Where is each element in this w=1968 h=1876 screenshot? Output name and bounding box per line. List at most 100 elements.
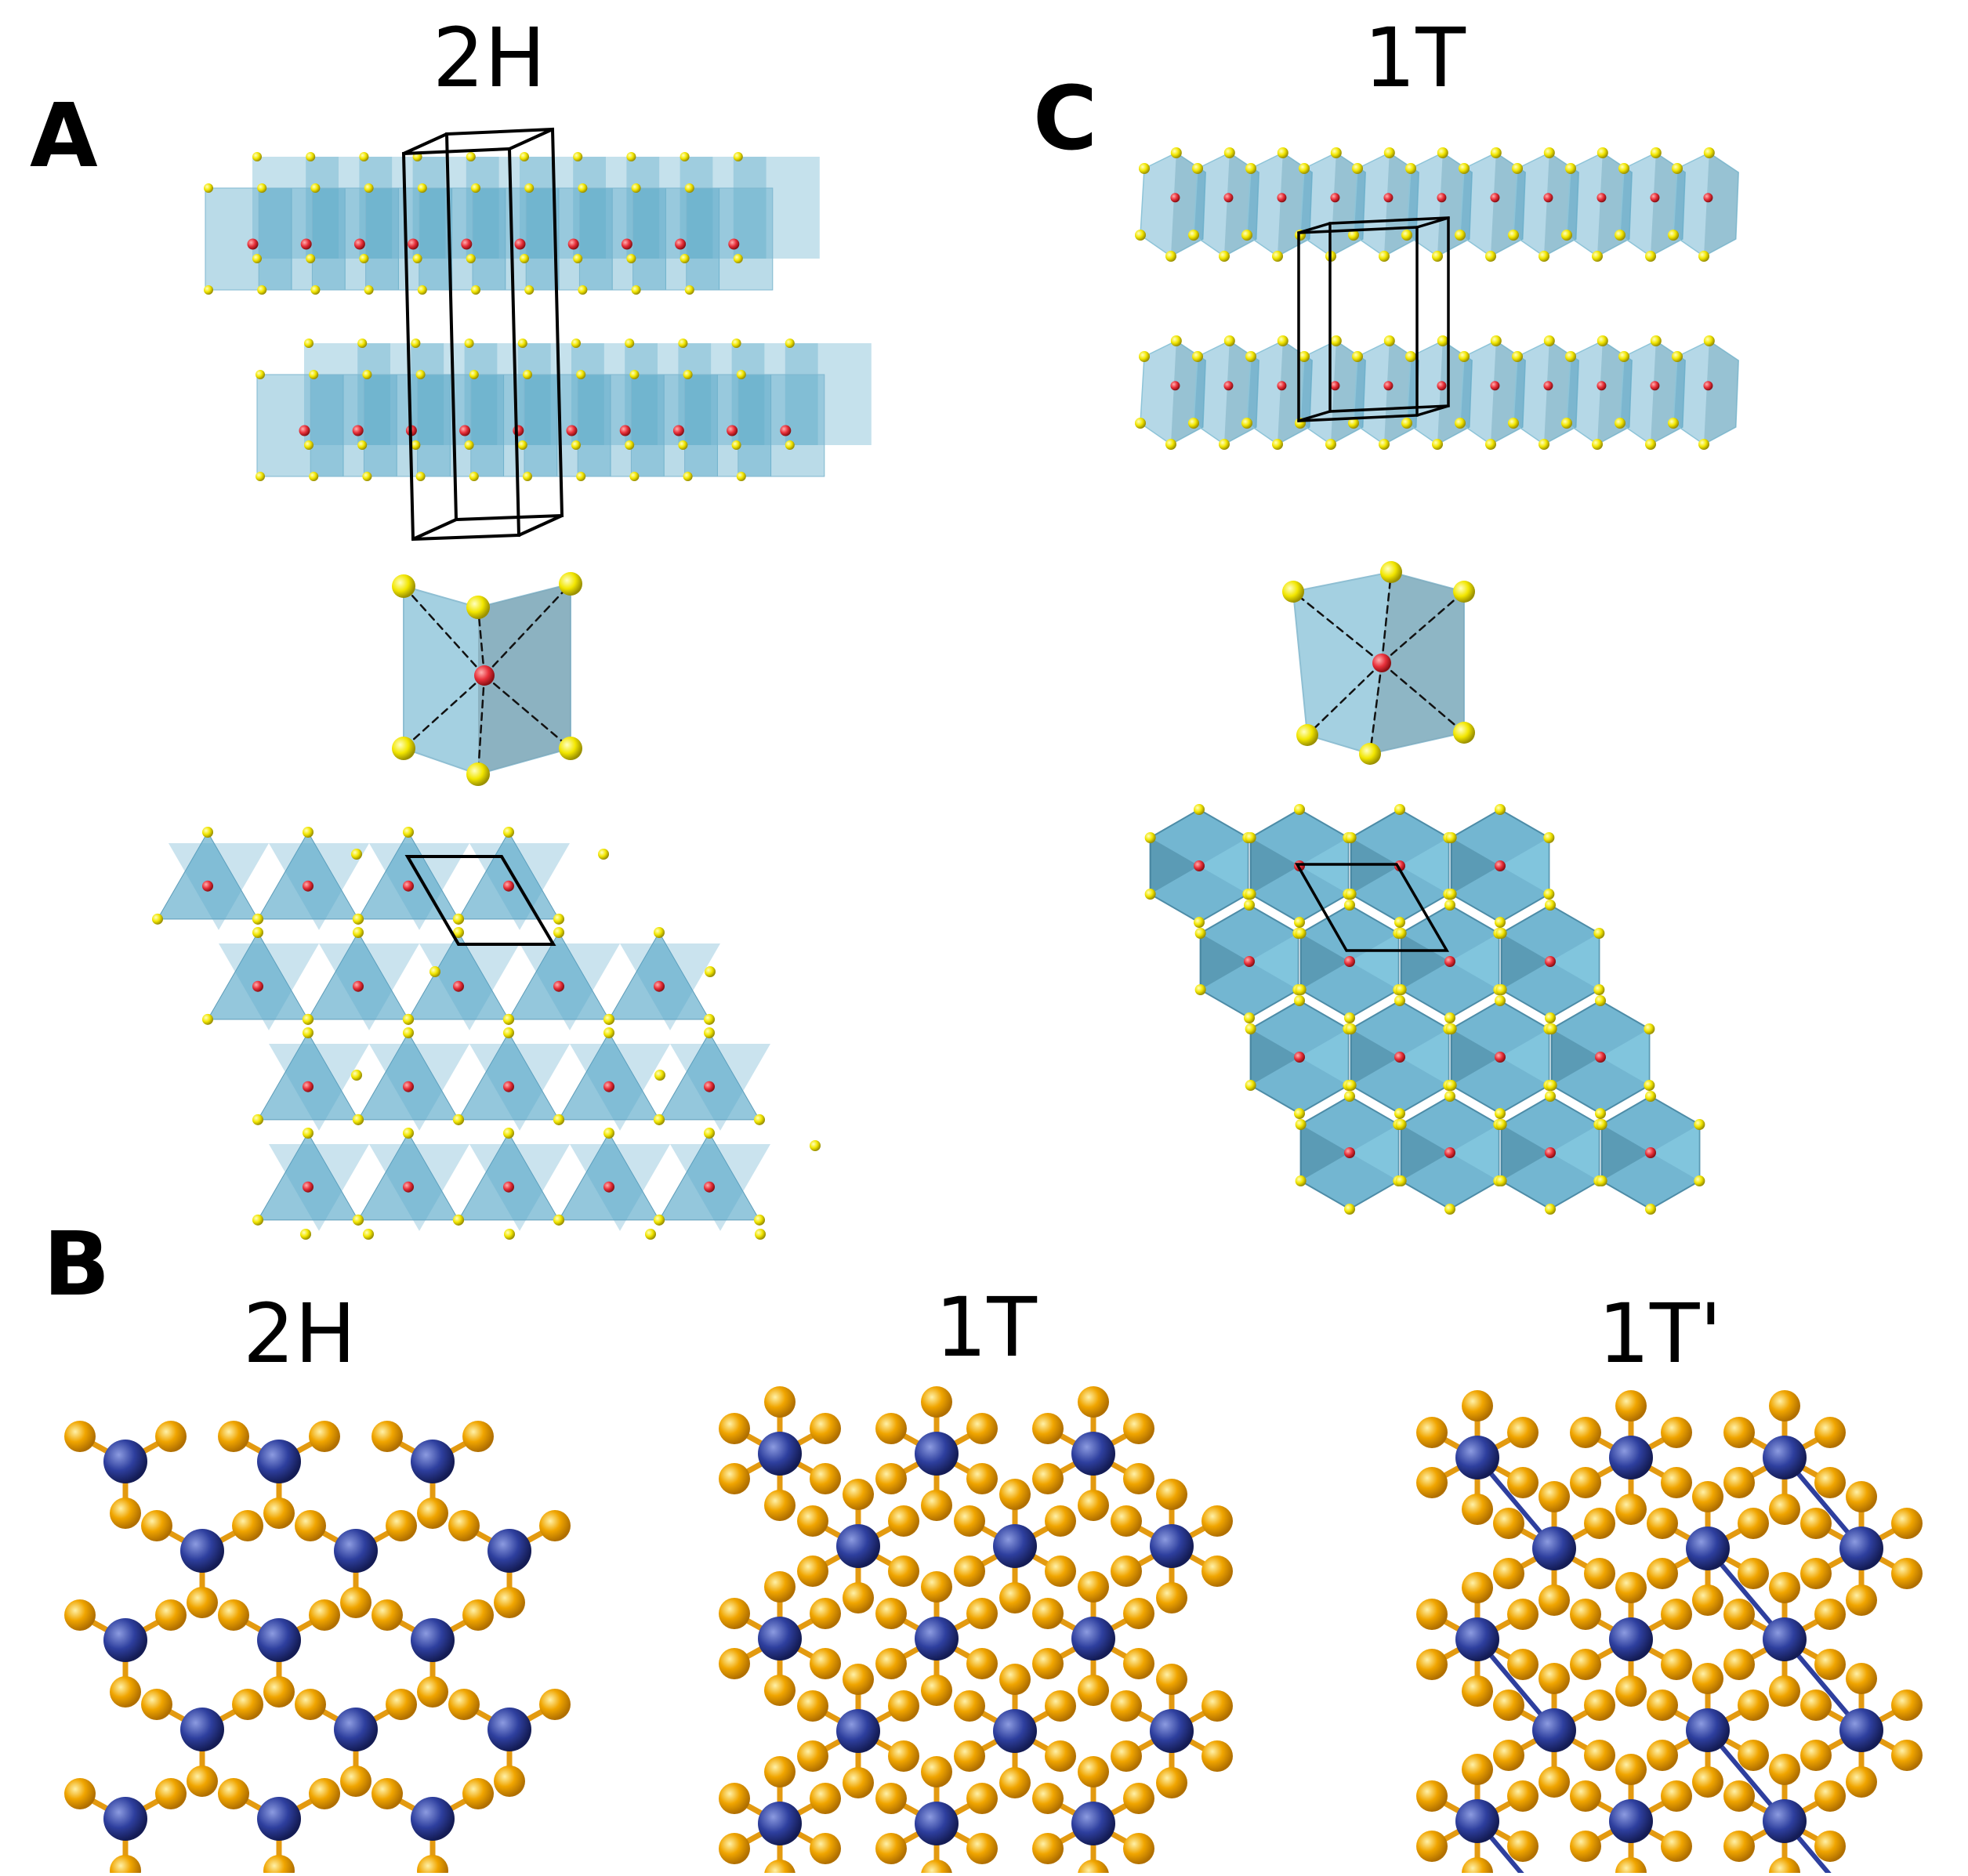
chalcogen-atom [263, 1855, 295, 1876]
chalcogen-atom [1539, 1766, 1570, 1798]
octahedron-face [1370, 572, 1464, 754]
chalcogen-atom [303, 827, 314, 838]
octahedron-face [1300, 1125, 1350, 1181]
chalcogen-atom [1508, 418, 1519, 429]
chalcogen-atom [218, 1421, 249, 1452]
chalcogen-atom [1596, 1175, 1607, 1186]
metal-atom [461, 238, 473, 250]
prism-face [625, 343, 712, 445]
chalcogen-atom [411, 339, 421, 348]
chalcogen-atom [295, 1689, 326, 1720]
chalcogen-atom [1345, 889, 1357, 900]
chalcogen-atom [494, 1766, 525, 1797]
chalcogen-atom [966, 1413, 998, 1444]
metal-atom [1532, 1527, 1576, 1570]
chalcogen-atom [1201, 1690, 1233, 1722]
chalcogen-atom [1379, 251, 1390, 262]
octahedron-face [1300, 933, 1350, 990]
chalcogen-atom [1545, 1204, 1556, 1215]
chalcogen-atom [1462, 1572, 1493, 1603]
chalcogen-atom [362, 472, 372, 481]
chalcogen-atom [921, 1756, 952, 1787]
chalcogen-atom [152, 913, 163, 925]
chalcogen-atom [875, 1413, 907, 1444]
chalcogen-atom [645, 1229, 656, 1240]
unit-cell-2h-top [404, 855, 556, 946]
chalcogen-atom [1543, 889, 1555, 900]
chalcogen-atom [1650, 147, 1662, 158]
chalcogen-atom [1459, 351, 1470, 362]
chalcogen-atom [1344, 900, 1355, 911]
chalcogen-atom [252, 913, 263, 925]
chalcogen-atom [1111, 1690, 1142, 1722]
chalcogen-atom [1462, 1675, 1493, 1707]
chalcogen-atom [1661, 1649, 1692, 1680]
metal-atom [567, 238, 579, 250]
chalcogen-atom [1078, 1860, 1109, 1876]
chalcogen-atom [1453, 581, 1475, 603]
chalcogen-atom [875, 1783, 907, 1814]
metal-atom [334, 1529, 378, 1573]
chalcogen-atom [1296, 724, 1318, 746]
metal-atom [1532, 1708, 1576, 1752]
chalcogen-atom [1769, 1494, 1800, 1525]
chalcogen-atom [412, 254, 422, 263]
chalcogen-atom [1672, 163, 1683, 174]
atom-network [64, 1421, 571, 1876]
prism-top-view [658, 1132, 760, 1221]
chalcogen-atom [678, 339, 688, 348]
chalcogen-atom [1493, 1689, 1524, 1721]
chalcogen-atom [631, 183, 641, 193]
chalcogen-atom [1394, 804, 1405, 815]
chalcogen-atom [1723, 1417, 1755, 1448]
chalcogen-atom [202, 1013, 213, 1025]
chalcogen-atom [654, 1214, 665, 1226]
chalcogen-atom [187, 1766, 218, 1797]
metal-atom [780, 425, 792, 436]
metal-atom [758, 1617, 802, 1661]
metal-atom [487, 1708, 531, 1751]
chalcogen-atom [1394, 917, 1405, 928]
chalcogen-atom [1245, 889, 1256, 900]
metal-atom [1383, 381, 1394, 391]
chalcogen-atom [257, 285, 267, 295]
chalcogen-atom [719, 1833, 750, 1864]
chalcogen-atom [448, 1510, 480, 1541]
metal-atom [1455, 1799, 1499, 1843]
chalcogen-atom [1485, 439, 1496, 450]
chalcogen-atom [810, 1140, 821, 1151]
chalcogen-atom [340, 1766, 371, 1797]
chalcogen-atom [654, 1070, 665, 1081]
chalcogen-atom [1692, 1663, 1723, 1694]
chalcogen-atom [954, 1690, 985, 1722]
chalcogen-atom [626, 152, 636, 161]
chalcogen-atom [1495, 917, 1506, 928]
chalcogen-atom [553, 913, 564, 925]
chalcogen-atom [719, 1413, 750, 1444]
chalcogen-atom [921, 1675, 952, 1706]
chalcogen-atom [1570, 1649, 1601, 1680]
chalcogen-atom [1539, 439, 1549, 450]
chalcogen-atom [1493, 1740, 1524, 1771]
chalcogen-atom [464, 440, 474, 450]
trigonal-prism-icon [392, 572, 582, 786]
metal-atom [1170, 193, 1180, 203]
octahedron-face [1451, 1029, 1500, 1085]
metal-atom [257, 1618, 301, 1662]
octahedron-face [1704, 341, 1739, 444]
chalcogen-atom [353, 927, 364, 938]
chalcogen-atom [64, 1778, 96, 1809]
chalcogen-atom [1244, 900, 1255, 911]
octahedron-icon [1282, 561, 1475, 765]
metal-atom [915, 1432, 959, 1476]
chalcogen-atom [1694, 1119, 1705, 1130]
chalcogen-atom [1294, 917, 1305, 928]
chalcogen-atom [1490, 147, 1502, 158]
chalcogen-atom [1561, 230, 1572, 241]
chalcogen-atom [888, 1555, 919, 1587]
chalcogen-atom [464, 339, 474, 348]
chalcogen-atom [353, 1114, 364, 1125]
chalcogen-atom [1769, 1675, 1800, 1707]
chalcogen-atom [966, 1833, 998, 1864]
chalcogen-atom [719, 1648, 750, 1679]
